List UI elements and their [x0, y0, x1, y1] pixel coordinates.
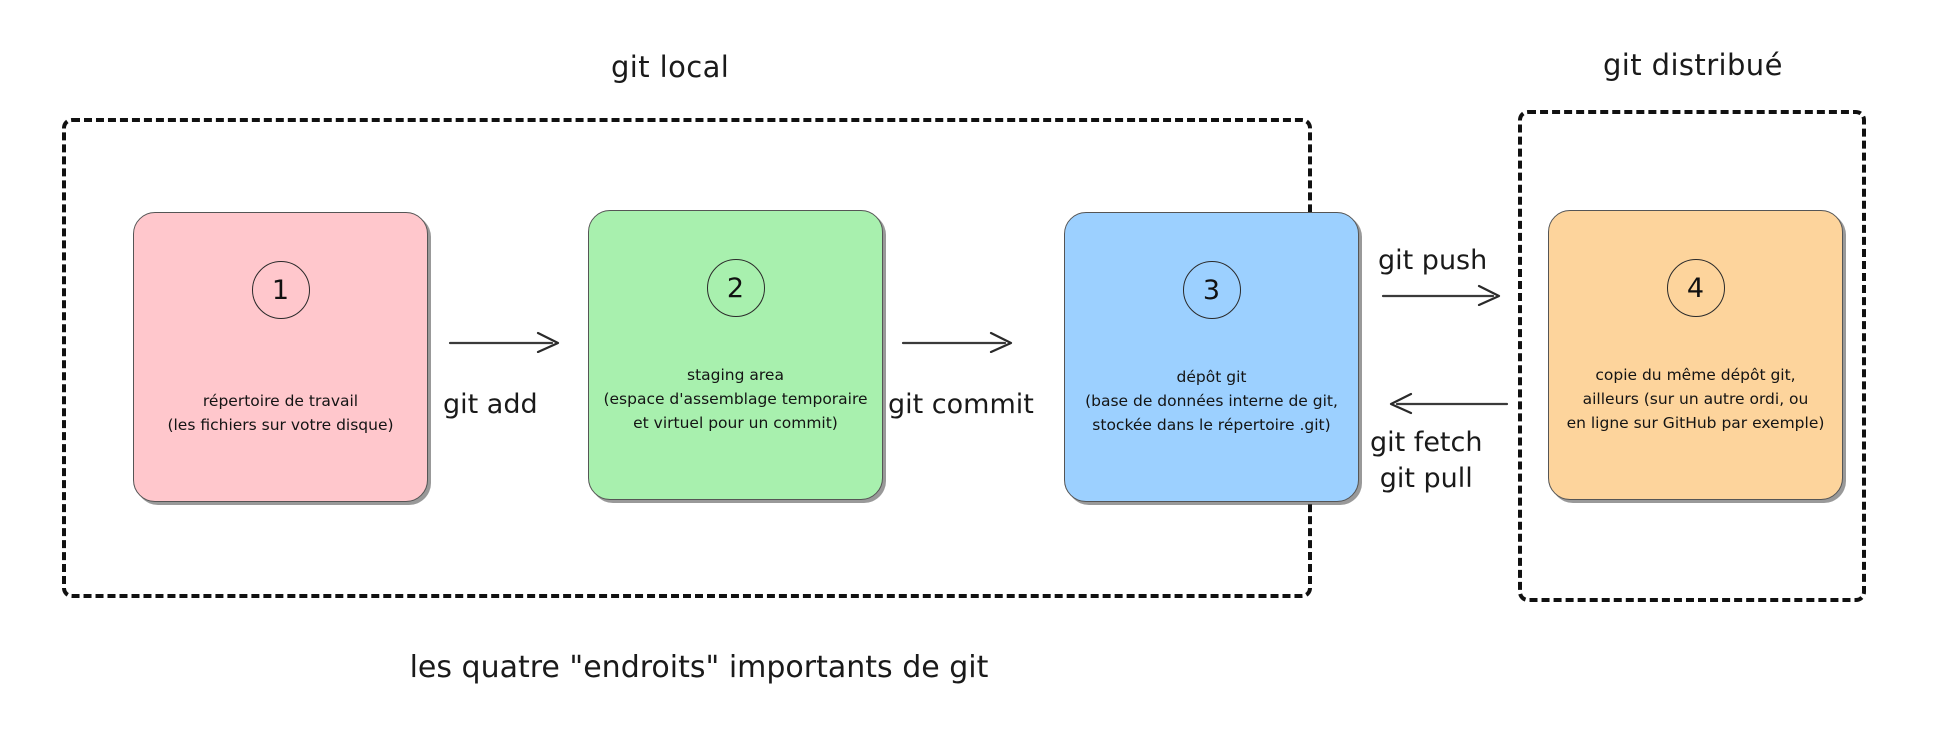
- group-title-git-local: git local: [611, 50, 730, 84]
- arrow-right-icon-git-push: [1381, 284, 1501, 306]
- diagram-caption-text: les quatre "endroits" importants de git: [409, 650, 989, 685]
- arrow-left-icon-git-fetch-pull: [1389, 392, 1509, 415]
- edge-label-git-add: git add: [443, 389, 538, 420]
- edge-label-git-commit: git commit: [888, 389, 1034, 420]
- box-number-badge: 4: [1666, 259, 1725, 317]
- group-title-git-distribue: git distribué: [1603, 48, 1783, 82]
- box-number-badge: 1: [251, 261, 310, 319]
- arrow-right-icon-git-commit: [901, 331, 1013, 353]
- box-description: staging area (espace d'assemblage tempor…: [603, 365, 868, 432]
- box-working-directory[interactable]: 1 répertoire de travail (les fichiers su…: [133, 212, 428, 502]
- edge-label-git-fetch-pull: git fetch git pull: [1370, 427, 1483, 495]
- arrow-right-icon-git-add: [448, 331, 560, 353]
- box-description: répertoire de travail (les fichiers sur …: [167, 391, 394, 434]
- box-number-badge: 2: [706, 259, 765, 317]
- group-boundary-git-distribue: [1518, 110, 1866, 602]
- box-description: copie du même dépôt git, ailleurs (sur u…: [1566, 365, 1825, 432]
- box-remote-repository[interactable]: 4 copie du même dépôt git, ailleurs (sur…: [1548, 210, 1843, 500]
- box-git-repository[interactable]: 3 dépôt git (base de données interne de …: [1064, 212, 1359, 502]
- box-number-badge: 3: [1182, 261, 1241, 319]
- edge-label-git-push: git push: [1378, 245, 1488, 276]
- diagram-caption: les quatre "endroits" importants de git: [0, 650, 1958, 685]
- box-description: dépôt git (base de données interne de gi…: [1085, 367, 1338, 434]
- box-staging-area[interactable]: 2 staging area (espace d'assemblage temp…: [588, 210, 883, 500]
